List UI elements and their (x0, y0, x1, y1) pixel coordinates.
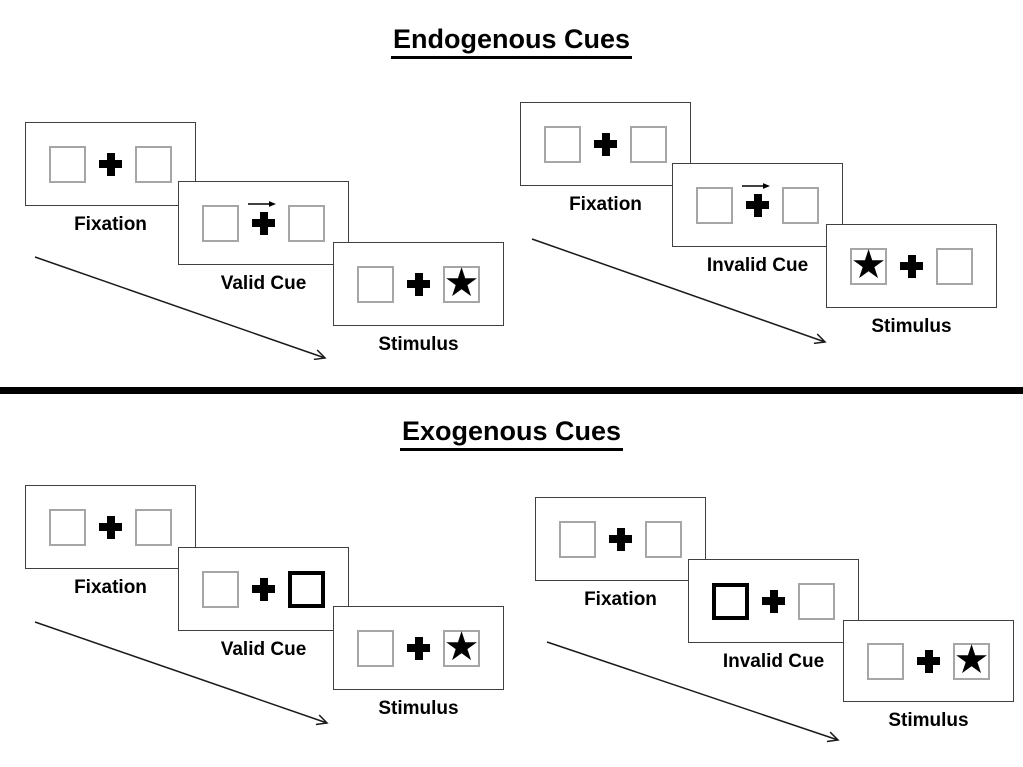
right-box (645, 520, 682, 558)
step-label: Valid Cue (220, 639, 307, 660)
left-box-highlighted (712, 582, 749, 620)
invalid-cue-screen (688, 559, 859, 643)
time-arrow (34, 256, 327, 361)
section-title-endogenous: Endogenous Cues (0, 24, 1023, 60)
star-icon: ★ (953, 638, 990, 682)
fixation-cross (917, 649, 940, 673)
time-arrow (34, 621, 329, 726)
step-label: Stimulus (888, 710, 969, 731)
endogenous-invalid-stimulus-step: ★ Stimulus (826, 224, 997, 338)
left-box (357, 629, 394, 667)
exogenous-valid-stimulus-step: ★ Stimulus (333, 606, 504, 720)
left-box (867, 642, 904, 680)
valid-cue-screen (178, 547, 349, 631)
left-box (544, 125, 581, 163)
valid-cue-screen (178, 181, 349, 265)
step-label: Stimulus (378, 334, 459, 355)
endogenous-valid-fixation-step: Fixation (25, 122, 196, 236)
fixation-cross (99, 152, 122, 176)
star-icon: ★ (443, 625, 480, 669)
fixation-screen (520, 102, 691, 186)
fixation-screen (25, 122, 196, 206)
right-box (936, 247, 973, 285)
fixation-cross (252, 577, 275, 601)
endogenous-valid-stimulus-step: ★ Stimulus (333, 242, 504, 356)
right-box (630, 125, 667, 163)
stimulus-screen: ★ (333, 606, 504, 690)
section-title-exogenous: Exogenous Cues (0, 416, 1023, 452)
endogenous-invalid-fixation-step: Fixation (520, 102, 691, 216)
fixation-screen (25, 485, 196, 569)
right-box-highlighted (288, 570, 325, 608)
step-label: Fixation (569, 194, 642, 215)
left-box (696, 186, 733, 224)
step-label: Fixation (74, 214, 147, 235)
fixation-cross (900, 254, 923, 278)
step-label: Invalid Cue (722, 651, 825, 672)
right-box (135, 508, 172, 546)
fixation-cross (762, 589, 785, 613)
step-label: Valid Cue (220, 273, 307, 294)
exogenous-invalid-cue-step: Invalid Cue (688, 559, 859, 673)
left-box (202, 570, 239, 608)
fixation-cross (248, 200, 276, 235)
left-box (559, 520, 596, 558)
star-icon: ★ (850, 243, 887, 287)
exogenous-valid-fixation-step: Fixation (25, 485, 196, 599)
fixation-cross (742, 182, 770, 217)
right-box (798, 582, 835, 620)
fixation-screen (535, 497, 706, 581)
fixation-cross (99, 515, 122, 539)
time-arrow (531, 238, 827, 345)
step-label: Stimulus (871, 316, 952, 337)
exogenous-valid-cue-step: Valid Cue (178, 547, 349, 661)
step-label: Invalid Cue (706, 255, 809, 276)
invalid-cue-screen (672, 163, 843, 247)
stimulus-screen: ★ (826, 224, 997, 308)
fixation-cross (594, 132, 617, 156)
left-box: ★ (850, 243, 887, 287)
cue-arrow-right-icon (742, 182, 770, 189)
right-box: ★ (443, 261, 480, 305)
endogenous-valid-cue-step: Valid Cue (178, 181, 349, 295)
section-divider (0, 387, 1023, 394)
stimulus-screen: ★ (333, 242, 504, 326)
right-box (782, 186, 819, 224)
right-box: ★ (953, 638, 990, 682)
exogenous-invalid-fixation-step: Fixation (535, 497, 706, 611)
right-box (135, 145, 172, 183)
left-box (202, 204, 239, 242)
exogenous-invalid-stimulus-step: ★ Stimulus (843, 620, 1014, 732)
cue-arrow-right-icon (248, 200, 276, 207)
right-box: ★ (443, 625, 480, 669)
step-label: Fixation (584, 589, 657, 610)
step-label: Fixation (74, 577, 147, 598)
time-arrow (546, 641, 840, 743)
fixation-cross (609, 527, 632, 551)
star-icon: ★ (443, 261, 480, 305)
endogenous-invalid-cue-step: Invalid Cue (672, 163, 843, 277)
fixation-cross (407, 272, 430, 296)
left-box (49, 508, 86, 546)
left-box (357, 265, 394, 303)
left-box (49, 145, 86, 183)
step-label: Stimulus (378, 698, 459, 719)
stimulus-screen: ★ (843, 620, 1014, 702)
right-box (288, 204, 325, 242)
fixation-cross (407, 636, 430, 660)
